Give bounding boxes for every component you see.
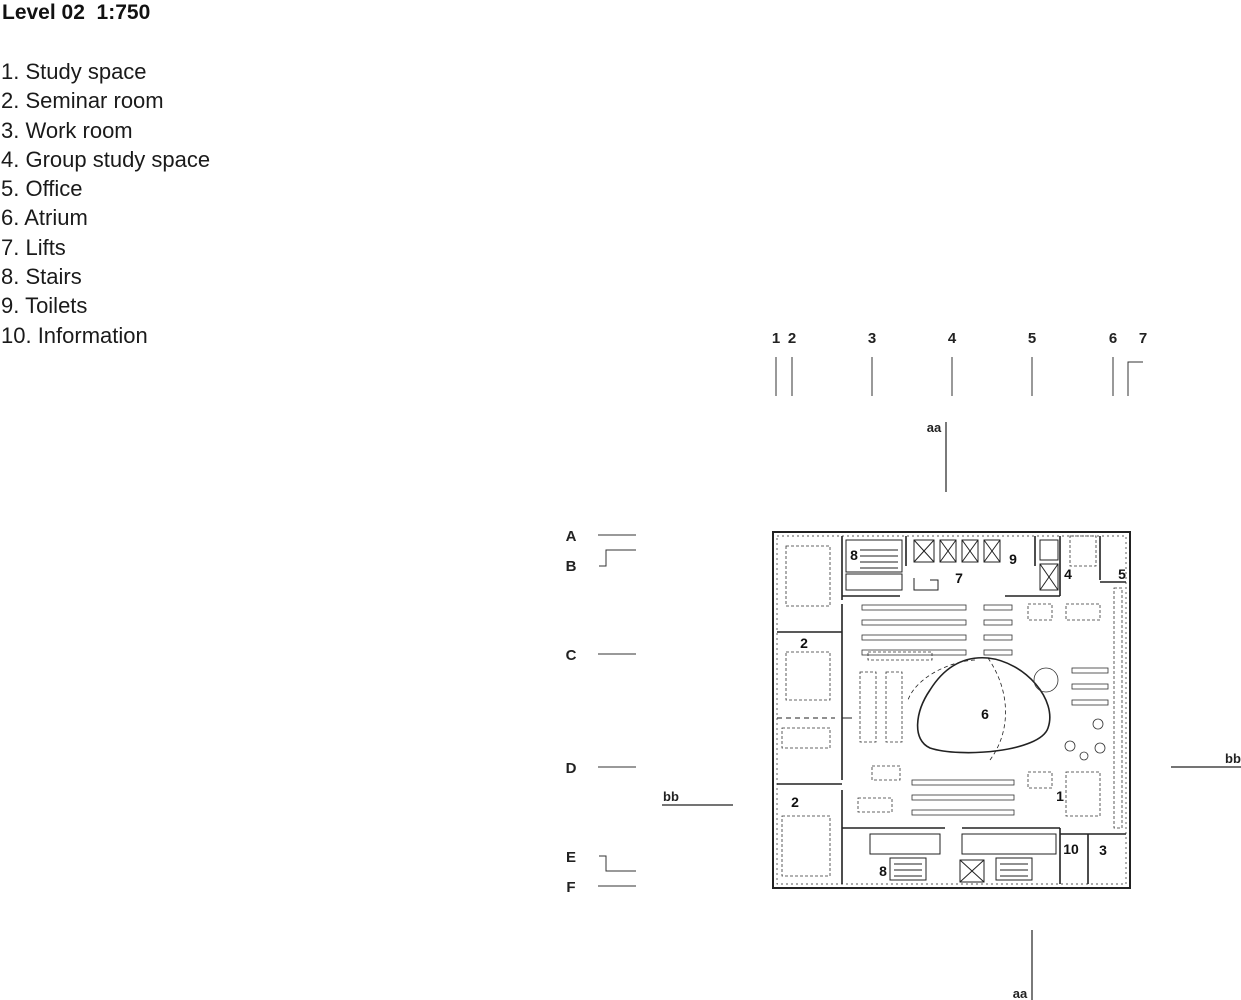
legend-item: 1. Study space	[1, 59, 147, 84]
legend-item: 7. Lifts	[1, 234, 66, 260]
interior-walls	[777, 536, 1126, 884]
grid-column-label: 7	[1139, 330, 1147, 347]
legend-item: 10. Information	[1, 322, 148, 348]
grid-row-label: A	[566, 528, 577, 545]
room-label-atrium: 6	[981, 706, 989, 722]
grid-column-label: 1	[772, 330, 780, 347]
lifts	[913, 539, 1059, 591]
grid-column-markers: 1 2 3 4 5 6 7	[772, 330, 1147, 347]
grid-row-lines	[598, 534, 636, 887]
room-label-group-study: 4	[1064, 566, 1072, 582]
legend-item: 8. Stairs	[1, 264, 82, 290]
stair-bottom	[869, 833, 1057, 883]
section-bb-label-right: bb	[1225, 751, 1241, 766]
grid-column-label: 3	[868, 330, 876, 347]
grid-column-lines	[775, 357, 1143, 396]
grid-column-label: 5	[1028, 330, 1036, 347]
grid-row-markers: A B C D E F	[566, 528, 577, 896]
grid-row-label: D	[566, 760, 577, 777]
room-label-work-room: 3	[1099, 842, 1107, 858]
legend-item: 4. Group study space	[1, 146, 211, 172]
grid-column-label: 6	[1109, 330, 1117, 347]
section-aa-label-top: aa	[927, 420, 942, 435]
room-label-seminar: 2	[791, 794, 799, 810]
room-label-office: 5	[1118, 566, 1126, 582]
legend-item: 2. Seminar room	[1, 88, 164, 114]
room-number-labels: 8 7 9 4 5 2 6 2 1 10 3 8	[791, 547, 1126, 879]
legend-item: 5. Office	[1, 176, 83, 202]
grid-column-label: 2	[788, 330, 796, 347]
furniture-desk-rows	[781, 535, 1123, 877]
legend-list: 1. Study space 2. Seminar room 3. Work r…	[1, 57, 210, 350]
room-label-seminar: 2	[800, 635, 808, 651]
grid-row-label: C	[566, 647, 577, 664]
legend-item: 6. Atrium	[1, 205, 88, 231]
page-title: Level 02 1:750	[2, 1, 151, 24]
grid-row-label: F	[566, 879, 575, 896]
legend-item: 9. Toilets	[1, 293, 88, 319]
stair-top	[845, 539, 903, 591]
grid-row-label: B	[566, 558, 577, 575]
room-label-stairs: 8	[850, 547, 858, 563]
atrium	[907, 656, 1051, 761]
room-label-lifts: 7	[955, 570, 963, 586]
building-outline	[772, 531, 1131, 889]
section-bb-label-left: bb	[663, 789, 679, 804]
room-label-study-space: 1	[1056, 788, 1064, 804]
legend-item: 3. Work room	[1, 117, 133, 143]
room-label-stairs: 8	[879, 863, 887, 879]
grid-column-label: 4	[948, 330, 957, 347]
grid-row-label: E	[566, 849, 576, 866]
room-label-information: 10	[1063, 841, 1079, 857]
section-markers: aa aa bb bb	[662, 420, 1241, 1000]
room-label-toilets: 9	[1009, 551, 1017, 567]
section-aa-label-bottom: aa	[1013, 986, 1028, 1000]
